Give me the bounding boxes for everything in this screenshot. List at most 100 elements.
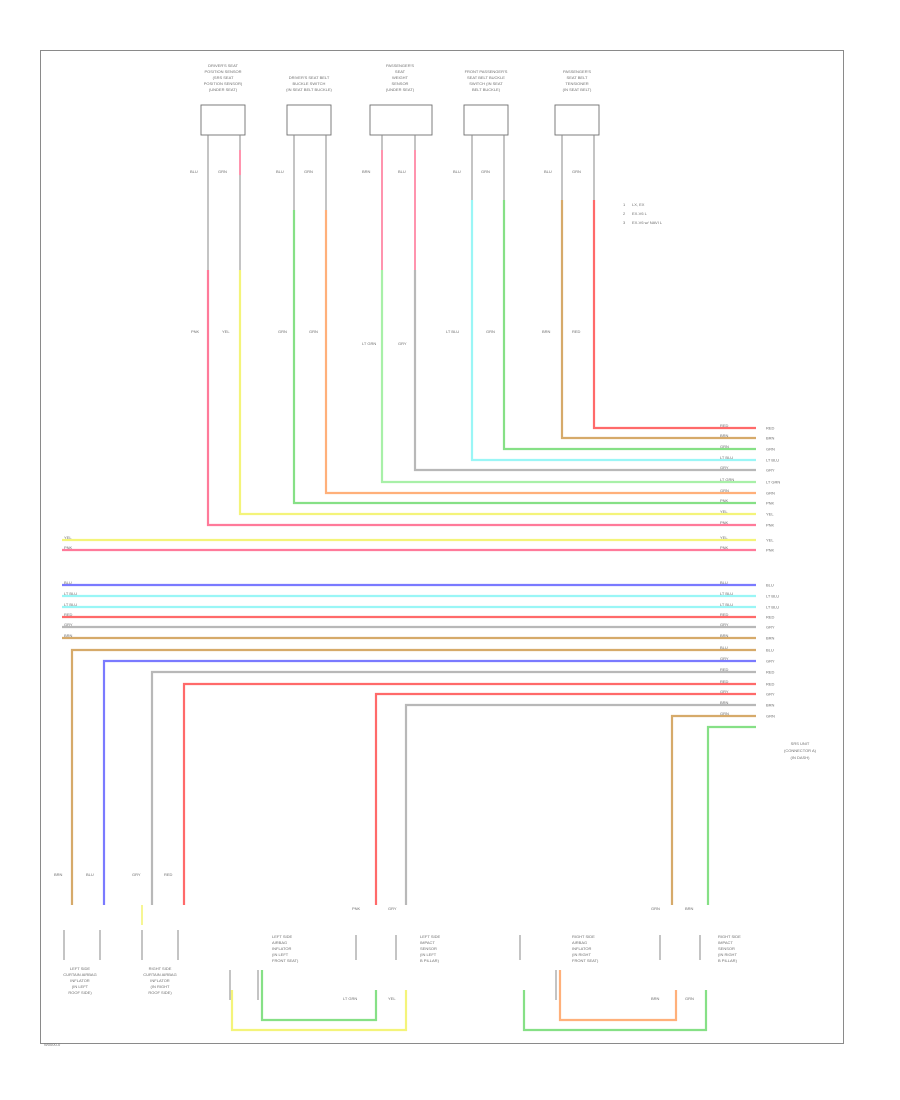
svg-text:GRN: GRN [572,169,581,174]
bottom-label-b5: RIGHT SIDE AIRBAG INFLATOR (IN RIGHT FRO… [572,934,599,963]
svg-text:(CONNECTOR A): (CONNECTOR A) [784,748,817,753]
svg-text:(IN SEAT BELT BUCKLE): (IN SEAT BELT BUCKLE) [286,87,332,92]
bus-label-right-22: GRY [720,689,729,694]
bus-pin-label-right-16: GRY [766,625,775,630]
bus-pin-label-right-23: BRN [766,703,775,708]
bus-pin-label-right-18: BLU [766,648,774,653]
bus-label-right-18: BLU [720,645,728,650]
svg-text:SENSOR: SENSOR [392,81,409,86]
bus-label-right-12: BLU [720,580,728,585]
svg-text:DRIVER'S SEAT BELT: DRIVER'S SEAT BELT [289,75,330,80]
wire-28 [706,725,756,905]
svg-text:CURTAIN AIRBAG: CURTAIN AIRBAG [143,972,176,977]
bus-label-right-13: LT BLU [720,591,733,596]
bus-pin-label-right-13: LT BLU [766,594,779,599]
svg-text:GRY: GRY [132,872,141,877]
svg-text:SWITCH (IN SEAT: SWITCH (IN SEAT [469,81,503,86]
svg-text:RIGHT SIDE: RIGHT SIDE [572,934,595,939]
wire-29 [230,990,408,1032]
bus-pin-label-right-12: BLU [766,583,774,588]
svg-text:INFLATOR: INFLATOR [150,978,170,983]
svg-text:BRN: BRN [362,169,371,174]
wire-8 [238,270,756,516]
svg-text:GRN: GRN [651,906,660,911]
svg-text:BUCKLE SWITCH: BUCKLE SWITCH [293,81,326,86]
svg-text:SENSOR: SENSOR [420,946,437,951]
bus-labels-right: RED RED BRN BRN GRN GRN LT BLU LT BLU GRY GRY LT G… [720,423,780,719]
bottom-outlines [63,930,701,1000]
top-pin-labels: BLU GRN BLU GRN BRN BLU BLU GRN BLU GRN [190,169,581,174]
svg-text:PNK: PNK [352,906,361,911]
top-stubs [207,135,595,270]
svg-text:POSITION SENSOR): POSITION SENSOR) [204,81,243,86]
svg-text:AIRBAG: AIRBAG [272,940,287,945]
svg-text:GRN: GRN [486,329,495,334]
svg-text:(IN DASH): (IN DASH) [791,755,811,760]
svg-text:IMPACT: IMPACT [718,940,733,945]
svg-text:(UNDER SEAT): (UNDER SEAT) [386,87,415,92]
wire-22 [102,659,756,905]
svg-text:DRIVER'S SEAT: DRIVER'S SEAT [208,63,238,68]
bus-label-right-21: RED [720,679,729,684]
bus-pin-label-right-6: GRN [766,491,775,496]
bus-label-right-24: GRN [720,711,729,716]
wire-23 [150,670,756,905]
bottom-label-b1: LEFT SIDE CURTAIN AIRBAG INFLATOR (IN LE… [63,966,96,995]
component-box-c3 [369,104,433,136]
bus-label-right-10: YEL [720,535,728,540]
svg-text:CURTAIN AIRBAG: CURTAIN AIRBAG [63,972,96,977]
component-label-c4: FRONT PASSENGER'S SEAT BELT BUCKLE SWITC… [465,69,508,92]
svg-text:ROOF SIDE): ROOF SIDE) [148,990,172,995]
component-label-c5: PASSENGER'S SEAT BELT TENSIONER (IN SEAT… [563,69,592,92]
bus-label-right-16: GRY [720,622,729,627]
wire-7 [324,210,756,495]
svg-text:1: 1 [623,202,626,207]
wire-layer [62,150,756,1032]
svg-text:GRY: GRY [398,341,407,346]
svg-text:GRN: GRN [278,329,287,334]
bus-label-left-1: PNK [64,545,73,550]
bus-pin-label-right-10: YEL [766,538,774,543]
svg-text:BLU: BLU [453,169,461,174]
wire-6 [292,210,756,505]
svg-text:LT BLU: LT BLU [446,329,459,334]
svg-text:POSITION SENSOR: POSITION SENSOR [204,69,241,74]
svg-text:(IN LEFT: (IN LEFT [272,952,289,957]
svg-text:2: 2 [623,211,626,216]
component-box-c4 [463,104,509,136]
svg-text:(IN SEAT BELT): (IN SEAT BELT) [563,87,592,92]
svg-text:LEFT SIDE: LEFT SIDE [420,934,440,939]
svg-text:(IN RIGHT: (IN RIGHT [718,952,737,957]
wire-24 [182,682,756,905]
bus-label-right-5: LT GRN [720,477,734,482]
svg-text:RED: RED [572,329,581,334]
bus-label-right-23: BRN [720,700,729,705]
legend: 1 LX, EX 2 EX-V6 L 3 EX-V6 w/ NAVI L [623,202,663,225]
component-box-c1 [200,104,246,136]
svg-text:INFLATOR: INFLATOR [70,978,90,983]
component-label-c1: DRIVER'S SEAT POSITION SENSOR (SRS SEAT … [204,63,243,92]
wire-0 [592,200,756,430]
wire-26 [404,703,756,905]
svg-text:YEL: YEL [388,996,396,1001]
bus-label-right-0: RED [720,423,729,428]
svg-text:LT GRN: LT GRN [343,996,357,1001]
svg-text:BLU: BLU [190,169,198,174]
bus-pin-label-right-20: RED [766,670,775,675]
svg-text:GRN: GRN [685,996,694,1001]
bus-pin-label-right-0: RED [766,426,775,431]
svg-text:(IN LEFT: (IN LEFT [72,984,89,989]
wire-30 [260,970,378,1022]
bus-label-right-20: RED [720,667,729,672]
bottom-pin-labels: BRN BLU GRY RED PNK GRY LT GRN YEL GRN B… [54,872,694,1001]
svg-text:YEL: YEL [222,329,230,334]
bus-pin-label-right-4: GRY [766,468,775,473]
svg-text:IMPACT: IMPACT [420,940,435,945]
bus-label-right-2: GRN [720,444,729,449]
bus-label-right-1: BRN [720,433,729,438]
bottom-label-b2: RIGHT SIDE CURTAIN AIRBAG INFLATOR (IN R… [143,966,176,995]
svg-text:SEAT: SEAT [395,69,406,74]
svg-text:SENSOR: SENSOR [718,946,735,951]
